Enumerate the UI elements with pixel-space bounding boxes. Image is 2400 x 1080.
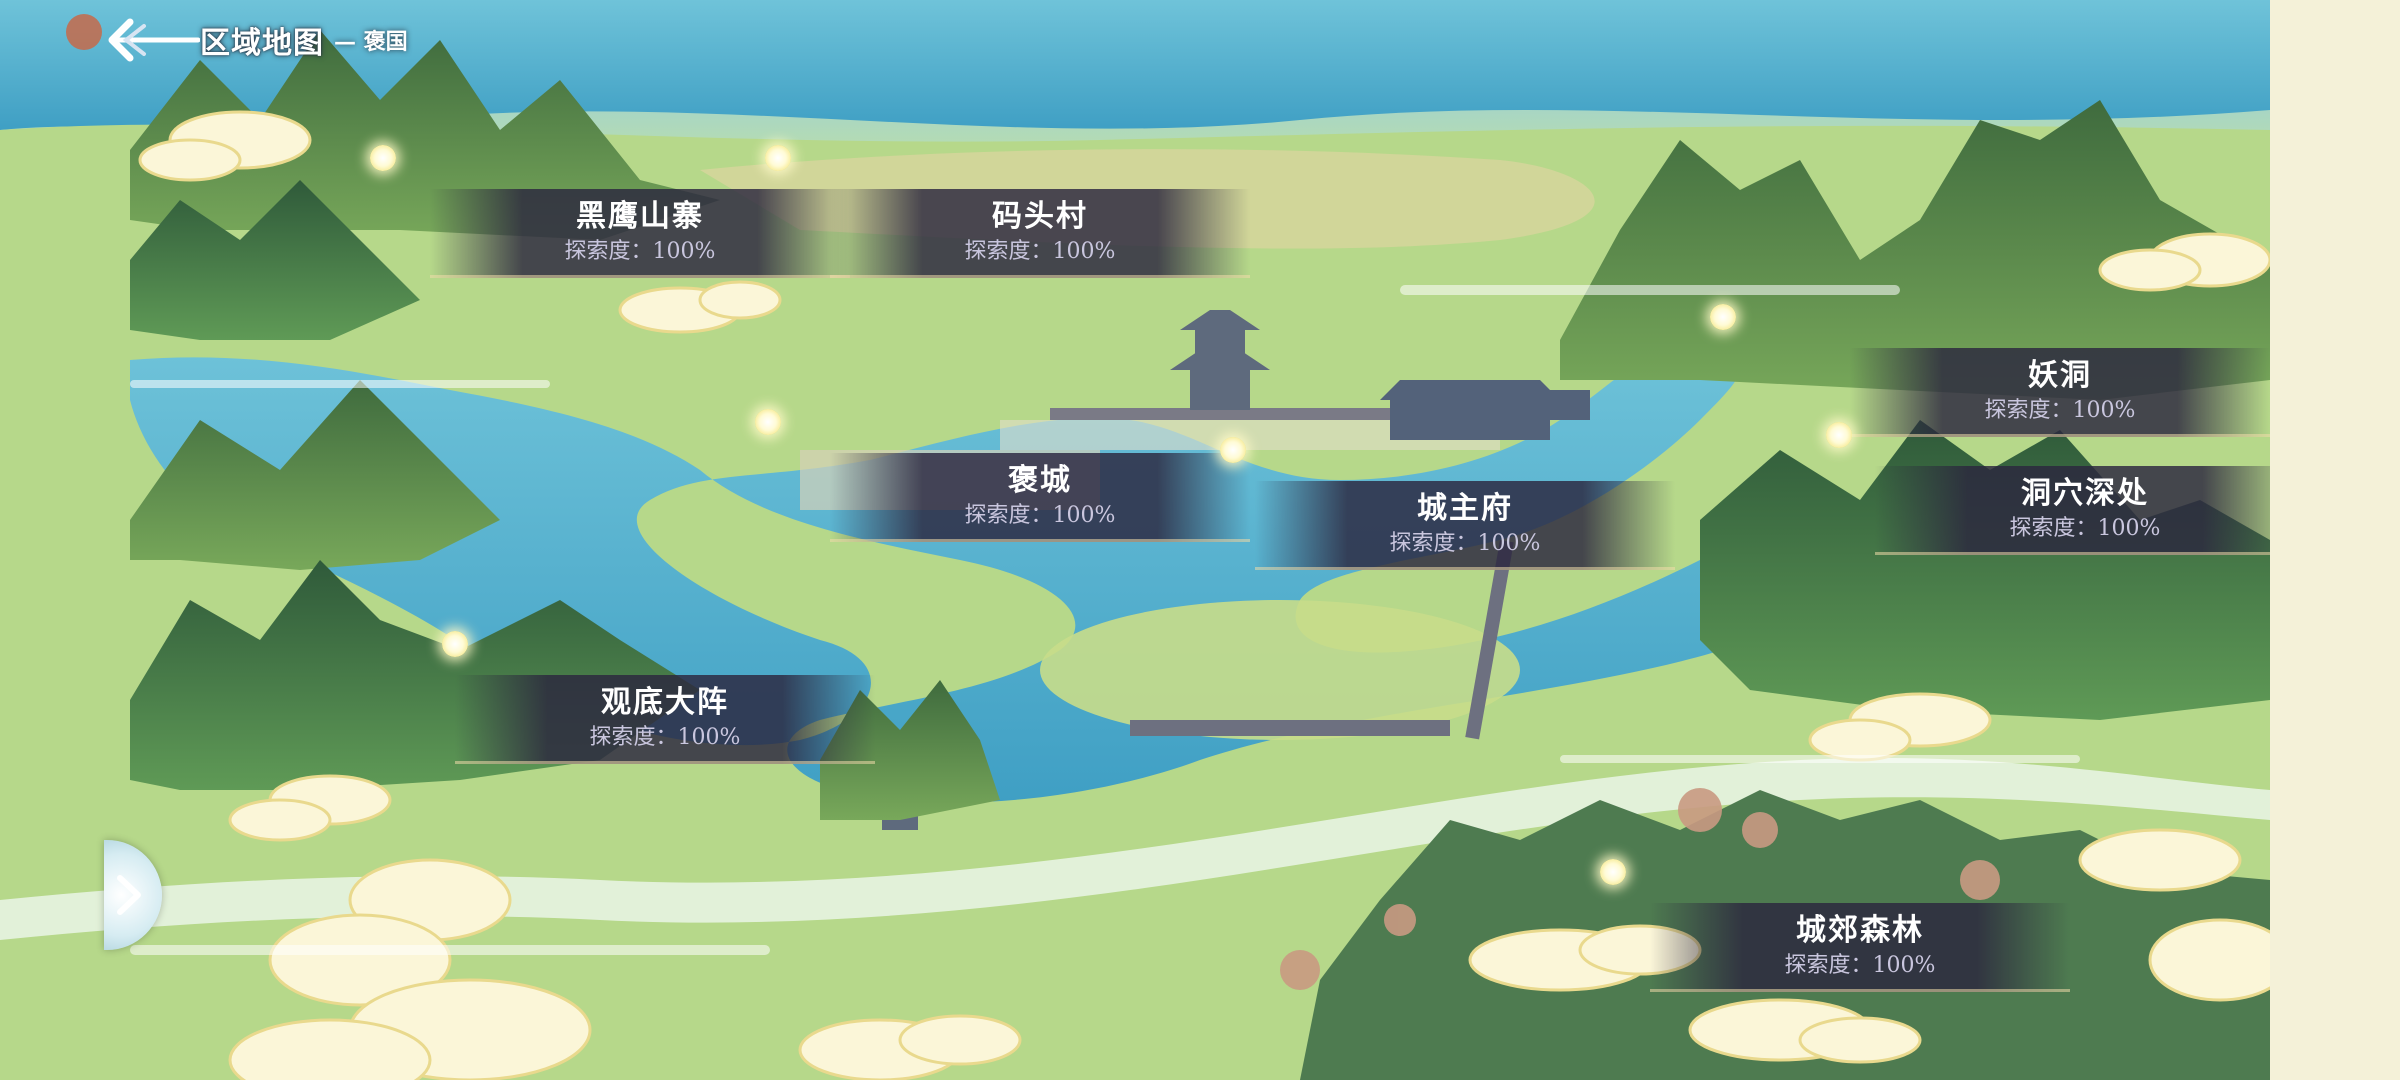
- location-dongxue[interactable]: 洞穴深处 探索度：100%: [1826, 422, 2270, 555]
- location-marker-icon: [765, 145, 791, 171]
- location-matou[interactable]: 码头村 探索度：100%: [765, 145, 1250, 278]
- region-subtitle: — 褒国: [334, 29, 408, 55]
- location-plate: 黑鹰山寨 探索度：100%: [430, 189, 850, 278]
- region-map[interactable]: 区域地图 — 褒国 黑鹰山寨 探索度：100% 码头村 探索度：100% 妖洞 …: [0, 0, 2270, 1080]
- location-plate: 城郊森林 探索度：100%: [1650, 903, 2070, 992]
- location-name: 城主府: [1417, 491, 1513, 526]
- location-plate: 洞穴深处 探索度：100%: [1875, 466, 2270, 555]
- location-plate: 码头村 探索度：100%: [830, 189, 1250, 278]
- location-guandi[interactable]: 观底大阵 探索度：100%: [442, 631, 875, 764]
- right-margin: [2270, 0, 2400, 1080]
- top-bar: 区域地图 — 褒国: [60, 10, 408, 70]
- location-chengjiao[interactable]: 城郊森林 探索度：100%: [1600, 859, 2070, 992]
- location-heiying[interactable]: 黑鹰山寨 探索度：100%: [370, 145, 850, 278]
- location-marker-icon: [1600, 859, 1626, 885]
- location-plate: 褒城 探索度：100%: [830, 453, 1250, 542]
- location-name: 观底大阵: [601, 685, 729, 720]
- location-name: 码头村: [992, 199, 1088, 234]
- location-progress: 探索度：100%: [1984, 398, 2136, 423]
- back-arrow-icon: [66, 14, 201, 62]
- location-baocheng[interactable]: 褒城 探索度：100%: [755, 409, 1250, 542]
- location-progress: 探索度：100%: [564, 239, 716, 264]
- location-marker-icon: [1826, 422, 1852, 448]
- location-name: 洞穴深处: [2021, 476, 2149, 511]
- page-title: 区域地图: [200, 26, 324, 61]
- location-marker-icon: [442, 631, 468, 657]
- location-progress: 探索度：100%: [2009, 516, 2161, 541]
- location-marker-icon: [1710, 304, 1736, 330]
- location-plate: 妖洞 探索度：100%: [1850, 348, 2270, 437]
- chevron-right-icon: [117, 875, 141, 915]
- location-yaodong[interactable]: 妖洞 探索度：100%: [1710, 304, 2270, 437]
- location-marker-icon: [1220, 437, 1246, 463]
- map-illustration: [0, 0, 2270, 1080]
- location-name: 城郊森林: [1796, 913, 1924, 948]
- location-progress: 探索度：100%: [1389, 531, 1541, 556]
- location-name: 黑鹰山寨: [576, 199, 704, 234]
- location-progress: 探索度：100%: [589, 725, 741, 750]
- location-progress: 探索度：100%: [964, 503, 1116, 528]
- location-plate: 城主府 探索度：100%: [1255, 481, 1675, 570]
- back-button[interactable]: [60, 12, 201, 68]
- location-progress: 探索度：100%: [964, 239, 1116, 264]
- location-chengzhufu[interactable]: 城主府 探索度：100%: [1220, 437, 1675, 570]
- side-panel-toggle[interactable]: [104, 840, 162, 950]
- location-progress: 探索度：100%: [1784, 953, 1936, 978]
- location-marker-icon: [755, 409, 781, 435]
- location-marker-icon: [370, 145, 396, 171]
- location-plate: 观底大阵 探索度：100%: [455, 675, 875, 764]
- location-name: 褒城: [1008, 463, 1072, 498]
- location-name: 妖洞: [2028, 358, 2092, 393]
